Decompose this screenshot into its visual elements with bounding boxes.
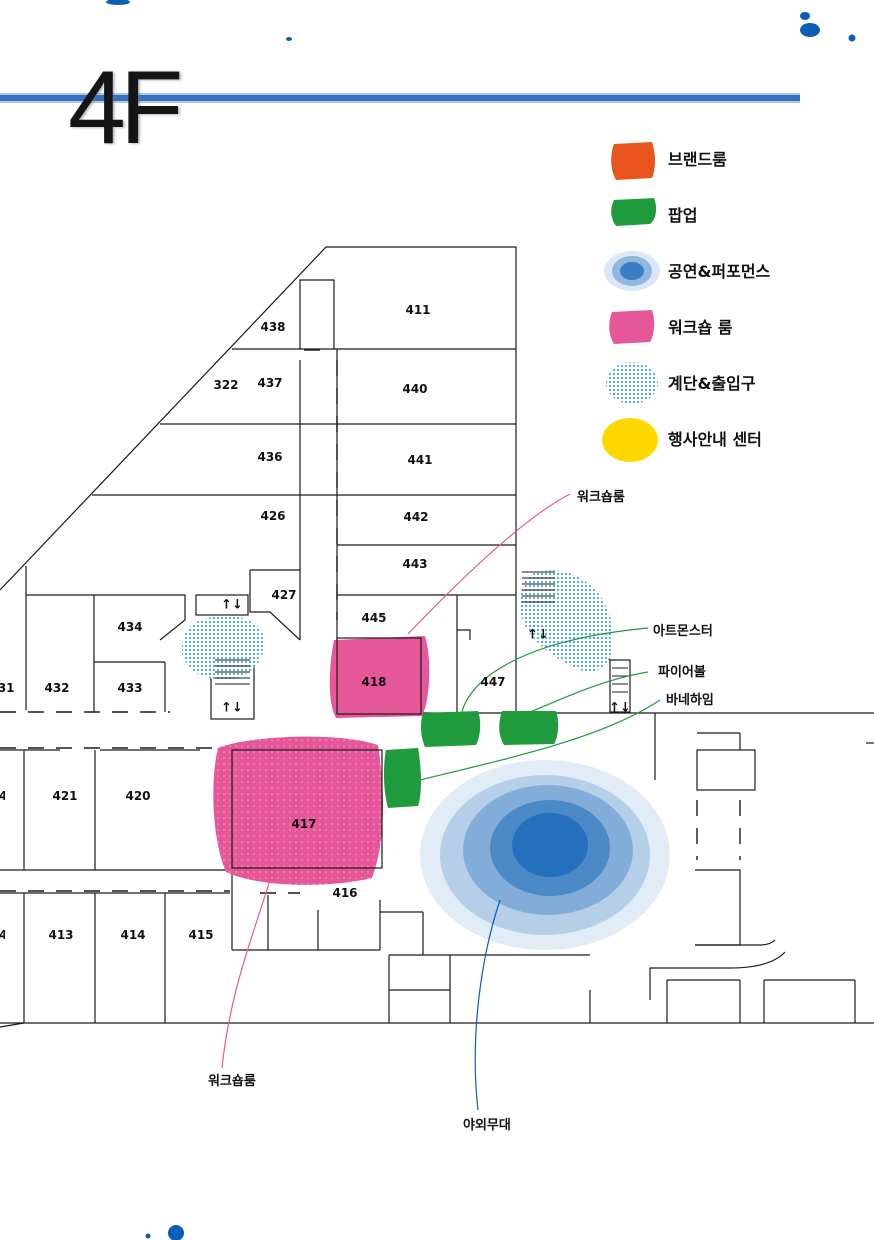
- stair-treads: [215, 571, 628, 693]
- brand-room-swatch: [611, 142, 655, 180]
- floor-title: 4F: [68, 50, 183, 166]
- legend-label: 계단&출입구: [668, 374, 756, 393]
- room-label: 322: [213, 378, 239, 392]
- room-label: 418: [361, 675, 387, 689]
- room-label: 437: [257, 376, 283, 390]
- room-label: 442: [403, 510, 429, 524]
- stairs-entrance-zones: [181, 570, 614, 681]
- stair-arrows-icon: ↑↓: [221, 597, 243, 613]
- corridor-dashes: [0, 349, 741, 894]
- callout-vanehaim: 바네하임: [666, 693, 714, 708]
- legend-item-popup: 팝업: [600, 192, 870, 248]
- room-label: 416: [332, 886, 358, 900]
- callout-workshop-top: 워크숍룸: [577, 490, 625, 505]
- title-stripe: [0, 93, 800, 103]
- room-label: 432: [44, 681, 70, 695]
- room-label: 413: [48, 928, 74, 942]
- legend-item-brand-room: 브랜드룸: [600, 136, 870, 192]
- stairs-entrance-swatch: [606, 362, 658, 404]
- room-label: 433: [117, 681, 143, 695]
- room-label: 420: [125, 789, 151, 803]
- room-label: 411: [405, 303, 431, 317]
- legend-label: 워크숍 룸: [668, 318, 733, 337]
- room-label: 414: [120, 928, 146, 942]
- legend: 브랜드룸 팝업 공연&퍼포먼스 워크숍 룸 계단&출: [600, 136, 870, 472]
- workshop-room-borders: [231, 637, 422, 869]
- room-label: 445: [361, 611, 387, 625]
- room-label: 422: [0, 789, 5, 803]
- callout-fireball: 파이어볼: [658, 665, 706, 680]
- room-label: 436: [257, 450, 283, 464]
- room-label: 412: [0, 928, 5, 942]
- popup-zones: [383, 711, 559, 808]
- legend-label: 팝업: [668, 206, 698, 225]
- room-label: 427: [271, 588, 297, 602]
- room-label: 434: [117, 620, 143, 634]
- legend-item-stairs-entrance: 계단&출입구: [600, 360, 870, 416]
- callout-outdoor-stage: 야외무대: [463, 1118, 511, 1133]
- legend-label: 브랜드룸: [668, 150, 727, 169]
- legend-label: 공연&퍼포먼스: [668, 262, 771, 281]
- legend-item-performance: 공연&퍼포먼스: [600, 248, 870, 304]
- callout-workshop-bottom: 워크숍룸: [208, 1074, 256, 1089]
- legend-label: 행사안내 센터: [668, 430, 762, 449]
- paint-splatter: [106, 0, 856, 1240]
- stair-arrows-icon: ↑↓: [221, 700, 243, 716]
- performance-zone: [420, 760, 670, 950]
- floor-plan-walls: [0, 246, 874, 1028]
- room-label: 438: [260, 320, 286, 334]
- workshop-swatch: [609, 310, 655, 344]
- info-center-swatch: [602, 418, 658, 462]
- workshop-zones: [213, 636, 430, 885]
- callout-leaders: [221, 493, 661, 1111]
- room-label: 417: [291, 817, 317, 831]
- stair-arrows-icon: ↑↓: [609, 700, 631, 716]
- room-label: 443: [402, 557, 428, 571]
- room-label: 431: [0, 681, 15, 695]
- room-label: 447: [480, 675, 506, 689]
- stair-arrows-icon: ↑↓: [527, 627, 549, 643]
- legend-item-workshop: 워크숍 룸: [600, 304, 870, 360]
- callout-atmonster: 아트몬스터: [653, 624, 713, 639]
- room-label: 440: [402, 382, 428, 396]
- room-label: 441: [407, 453, 433, 467]
- performance-swatch: [604, 251, 660, 291]
- room-label: 415: [188, 928, 214, 942]
- legend-item-info-center: 행사안내 센터: [600, 416, 870, 472]
- popup-swatch: [611, 198, 657, 226]
- room-label: 421: [52, 789, 78, 803]
- room-label: 426: [260, 509, 286, 523]
